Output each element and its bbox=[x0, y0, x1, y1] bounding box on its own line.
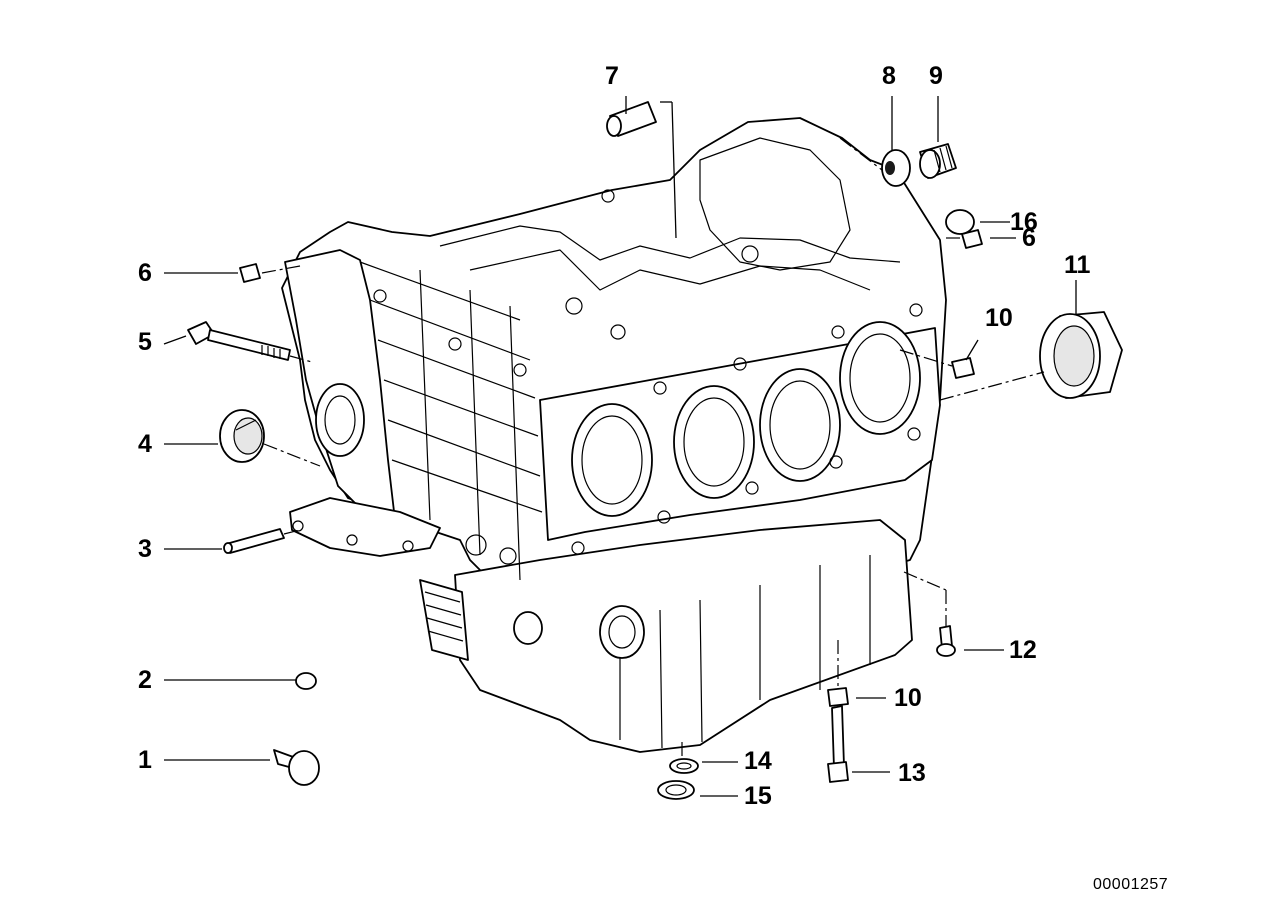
part-2-plug bbox=[295, 672, 317, 690]
assembly-centerlines bbox=[261, 137, 1045, 760]
part-7-sleeve bbox=[606, 101, 657, 137]
callout-12: 12 bbox=[1009, 636, 1037, 664]
callout-10-upper: 10 bbox=[985, 304, 1013, 332]
leader-lines bbox=[163, 96, 1077, 797]
callout-9: 9 bbox=[929, 62, 943, 90]
callout-3: 3 bbox=[138, 535, 152, 563]
diagram-reference-code: 00001257 bbox=[1093, 876, 1169, 893]
callout-2: 2 bbox=[138, 666, 152, 694]
callout-13: 13 bbox=[898, 759, 926, 787]
callout-5: 5 bbox=[138, 328, 152, 356]
engine-block bbox=[281, 117, 947, 753]
part-5-bolt bbox=[187, 321, 291, 361]
callout-7: 7 bbox=[605, 62, 619, 90]
part-11-crankshaft-seal bbox=[1039, 311, 1123, 399]
callout-15: 15 bbox=[744, 782, 772, 810]
part-9-needle-bearing bbox=[919, 143, 957, 179]
callout-8: 8 bbox=[882, 62, 896, 90]
part-16-plug bbox=[945, 209, 975, 235]
callout-1: 1 bbox=[138, 746, 152, 774]
callout-4: 4 bbox=[138, 430, 152, 458]
callout-16: 16 bbox=[1010, 208, 1038, 236]
part-10-dowel-upper bbox=[951, 357, 975, 379]
callout-10-lower: 10 bbox=[894, 684, 922, 712]
part-13-bolt bbox=[827, 705, 849, 783]
part-8-seal-ring bbox=[881, 149, 911, 187]
callout-6-right: 6 bbox=[1022, 224, 1036, 252]
part-6-sleeve-right bbox=[961, 229, 983, 249]
part-14-sealing-ring bbox=[669, 758, 699, 774]
callout-6-left: 6 bbox=[138, 259, 152, 287]
part-3-dowel-pin bbox=[223, 528, 285, 554]
part-10-dowel-lower bbox=[827, 687, 849, 707]
part-6-sleeve-left bbox=[239, 263, 261, 283]
callout-14: 14 bbox=[744, 747, 772, 775]
part-1-plug bbox=[273, 749, 320, 786]
part-15-sealing-ring bbox=[657, 780, 695, 800]
callout-11: 11 bbox=[1064, 251, 1091, 279]
part-4-shaft-seal bbox=[219, 409, 265, 463]
part-12-bolt bbox=[936, 625, 956, 657]
